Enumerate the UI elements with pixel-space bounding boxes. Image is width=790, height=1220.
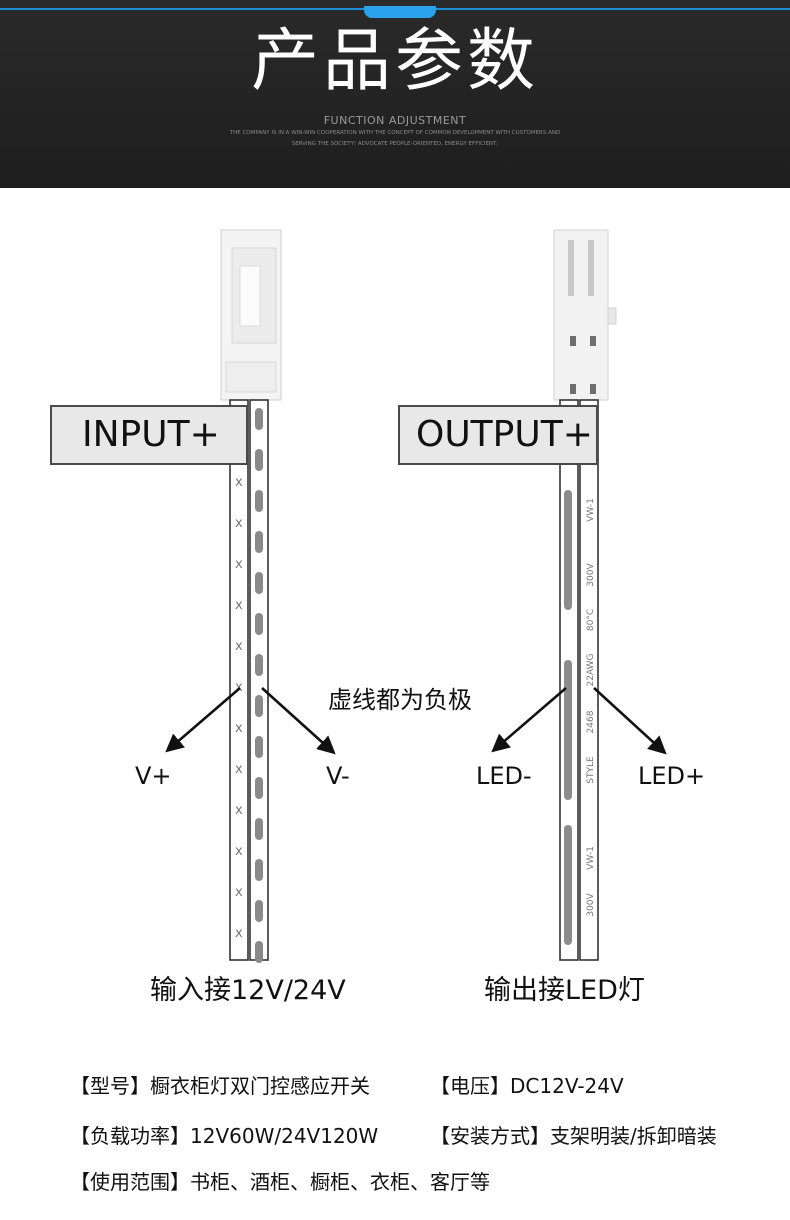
spec-install: 【安装方式】支架明装/拆卸暗装 — [430, 1124, 717, 1148]
cable-dash — [255, 449, 263, 471]
v-plus-label: V+ — [135, 762, 172, 790]
arrow-led-minus — [491, 687, 567, 753]
spec-model: 【型号】橱衣柜灯双门控感应开关 — [70, 1074, 370, 1098]
led-plus-label: LED+ — [638, 762, 706, 790]
cable-print-mark: 2468 — [586, 710, 596, 733]
cable-dash — [255, 818, 263, 840]
description-line-2: SERVING THE SOCIETY! ADVOCATE PEOPLE-ORI… — [291, 141, 499, 147]
page-title: 产品参数 — [250, 22, 539, 101]
cable-dash — [255, 859, 263, 881]
output-caption: 输出接LED灯 — [484, 975, 645, 1006]
header-description: THE COMPANY IS IN A WIN-WIN COOPERATION … — [200, 128, 590, 150]
input-connector — [220, 229, 282, 401]
cable-print-mark: 300V — [586, 562, 596, 586]
cable-print-mark: 80°C — [586, 609, 596, 631]
cable-dash — [255, 613, 263, 635]
input-cable: xxxxxxxxxxxx — [229, 399, 269, 963]
arrow-v-minus — [261, 687, 336, 755]
cable-print-mark: VW-1 — [586, 846, 596, 870]
cable-print-mark: 22AWG — [586, 653, 596, 686]
arrow-v-plus — [165, 687, 241, 753]
cable-x-mark: x — [235, 475, 243, 490]
arrow-led-plus — [593, 687, 667, 755]
cable-dash — [255, 695, 263, 717]
page-subtitle: FUNCTION ADJUSTMENT — [323, 114, 467, 127]
cable-x-mark: x — [235, 557, 243, 572]
cable-print-mark: VW-1 — [586, 498, 596, 522]
input-caption: 输入接12V/24V — [150, 975, 346, 1006]
cable-x-mark: x — [235, 721, 243, 736]
input-label-box: INPUT+ — [50, 405, 248, 465]
cable-x-mark: x — [235, 926, 243, 941]
cable-x-mark: x — [235, 762, 243, 777]
header-accent-tab — [364, 6, 436, 18]
description-line-1: THE COMPANY IS IN A WIN-WIN COOPERATION … — [229, 130, 561, 136]
cable-dash — [255, 941, 263, 963]
cable-x-mark: x — [235, 516, 243, 531]
cable-x-mark: x — [235, 803, 243, 818]
spec-voltage: 【电压】DC12V-24V — [430, 1074, 624, 1098]
cable-print-mark: STYLE — [586, 756, 596, 784]
cable-x-mark: x — [235, 598, 243, 613]
cable-dash — [255, 654, 263, 676]
cable-dash — [255, 490, 263, 512]
v-minus-label: V- — [326, 762, 350, 790]
spec-usage: 【使用范围】书柜、酒柜、橱柜、衣柜、客厅等 — [70, 1170, 490, 1194]
output-label-box: OUTPUT+ — [398, 405, 598, 465]
cable-dash — [255, 900, 263, 922]
cable-x-mark: x — [235, 639, 243, 654]
cable-dash — [255, 531, 263, 553]
cable-print-mark: 300V — [586, 892, 596, 916]
output-connector — [553, 229, 617, 401]
header-banner: 产品参数 FUNCTION ADJUSTMENT THE COMPANY IS … — [0, 0, 790, 188]
led-minus-label: LED- — [476, 762, 532, 790]
spec-load: 【负载功率】12V60W/24V120W — [70, 1124, 379, 1148]
cable-x-mark: x — [235, 844, 243, 859]
cable-x-mark: x — [235, 885, 243, 900]
cable-dash — [255, 408, 263, 430]
cable-dash — [255, 572, 263, 594]
dashed-line-note: 虚线都为负极 — [328, 686, 472, 714]
cable-dash — [255, 777, 263, 799]
cable-dash — [255, 736, 263, 758]
